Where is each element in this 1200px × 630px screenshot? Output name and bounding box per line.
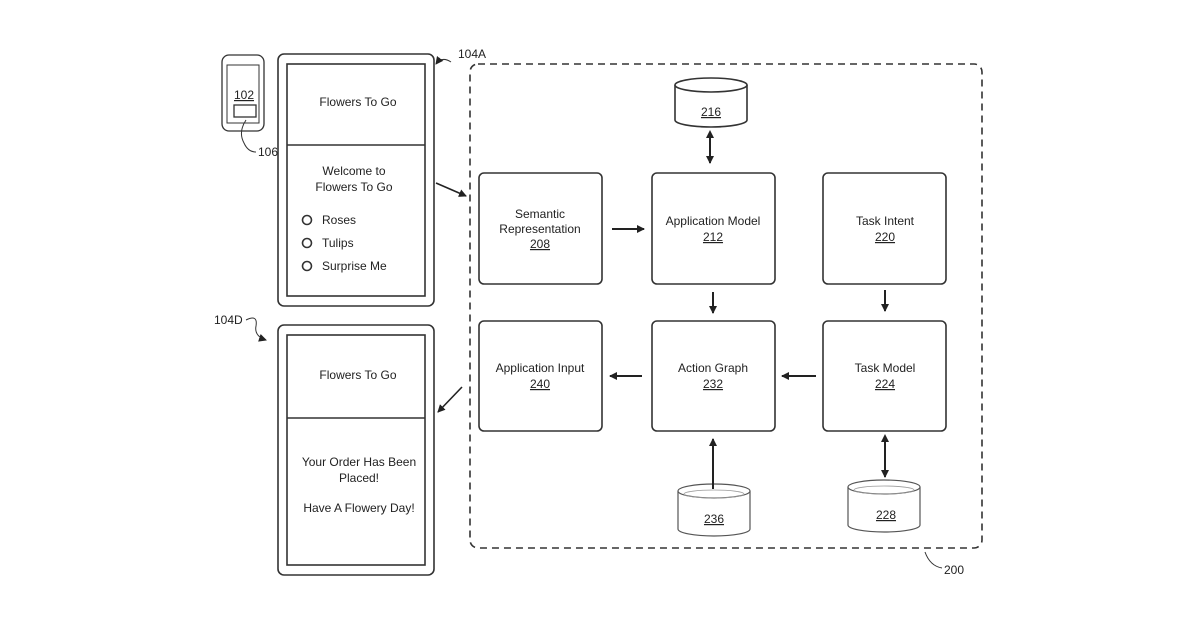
block-application-model: Application Model 212 [652,173,775,284]
phone-button [234,105,256,117]
radio-surprise-me[interactable] [303,262,312,271]
block-semantic-representation: Semantic Representation 208 [479,173,602,284]
arrow-system-to-screen-d [438,387,462,412]
svg-text:240: 240 [530,377,550,391]
radio-roses[interactable] [303,216,312,225]
option-roses: Roses [322,213,356,227]
screen-d-msg-3: Have A Flowery Day! [303,501,414,515]
option-tulips: Tulips [322,236,354,250]
svg-text:Representation: Representation [499,222,580,236]
svg-text:228: 228 [876,508,896,522]
svg-text:212: 212 [703,230,723,244]
screen-d-msg-1: Your Order Has Been [302,455,416,469]
screen-104d: Flowers To Go Your Order Has Been Placed… [214,313,434,575]
phone-ref: 102 [234,88,254,102]
block-task-model: Task Model 224 [823,321,946,431]
radio-tulips[interactable] [303,239,312,248]
leader-104d [246,318,266,340]
screen-104a: Flowers To Go Welcome to Flowers To Go R… [278,47,486,306]
leader-200 [925,552,942,568]
svg-text:232: 232 [703,377,723,391]
screen-a-header: Flowers To Go [319,95,396,109]
arrow-screen-a-to-system [436,183,466,196]
svg-text:216: 216 [701,105,721,119]
svg-text:224: 224 [875,377,895,391]
database-216: 216 [675,78,747,127]
svg-text:208: 208 [530,237,550,251]
block-action-graph: Action Graph 232 [652,321,775,431]
screen-d-msg-2: Placed! [339,471,379,485]
database-228: 228 [848,480,920,532]
ref-106: 106 [258,145,278,159]
screen-d-header: Flowers To Go [319,368,396,382]
block-application-input: Application Input 240 [479,321,602,431]
svg-text:236: 236 [704,512,724,526]
svg-text:Task Intent: Task Intent [856,214,915,228]
block-task-intent: Task Intent 220 [823,173,946,284]
leader-106 [241,120,256,152]
svg-text:Application Input: Application Input [496,361,585,375]
svg-text:Task Model: Task Model [855,361,916,375]
screen-a-welcome-1: Welcome to [322,164,385,178]
ref-104a: 104A [458,47,486,61]
svg-text:Application Model: Application Model [666,214,761,228]
svg-text:Action Graph: Action Graph [678,361,748,375]
phone-device: 102 106 [222,55,278,159]
leader-104a [436,59,451,64]
ref-104d: 104D [214,313,243,327]
option-surprise-me: Surprise Me [322,259,387,273]
svg-text:220: 220 [875,230,895,244]
svg-text:Semantic: Semantic [515,207,565,221]
system-boundary-200 [470,64,982,548]
screen-a-welcome-2: Flowers To Go [315,180,392,194]
ref-200: 200 [944,563,964,577]
database-236: 236 [678,484,750,536]
